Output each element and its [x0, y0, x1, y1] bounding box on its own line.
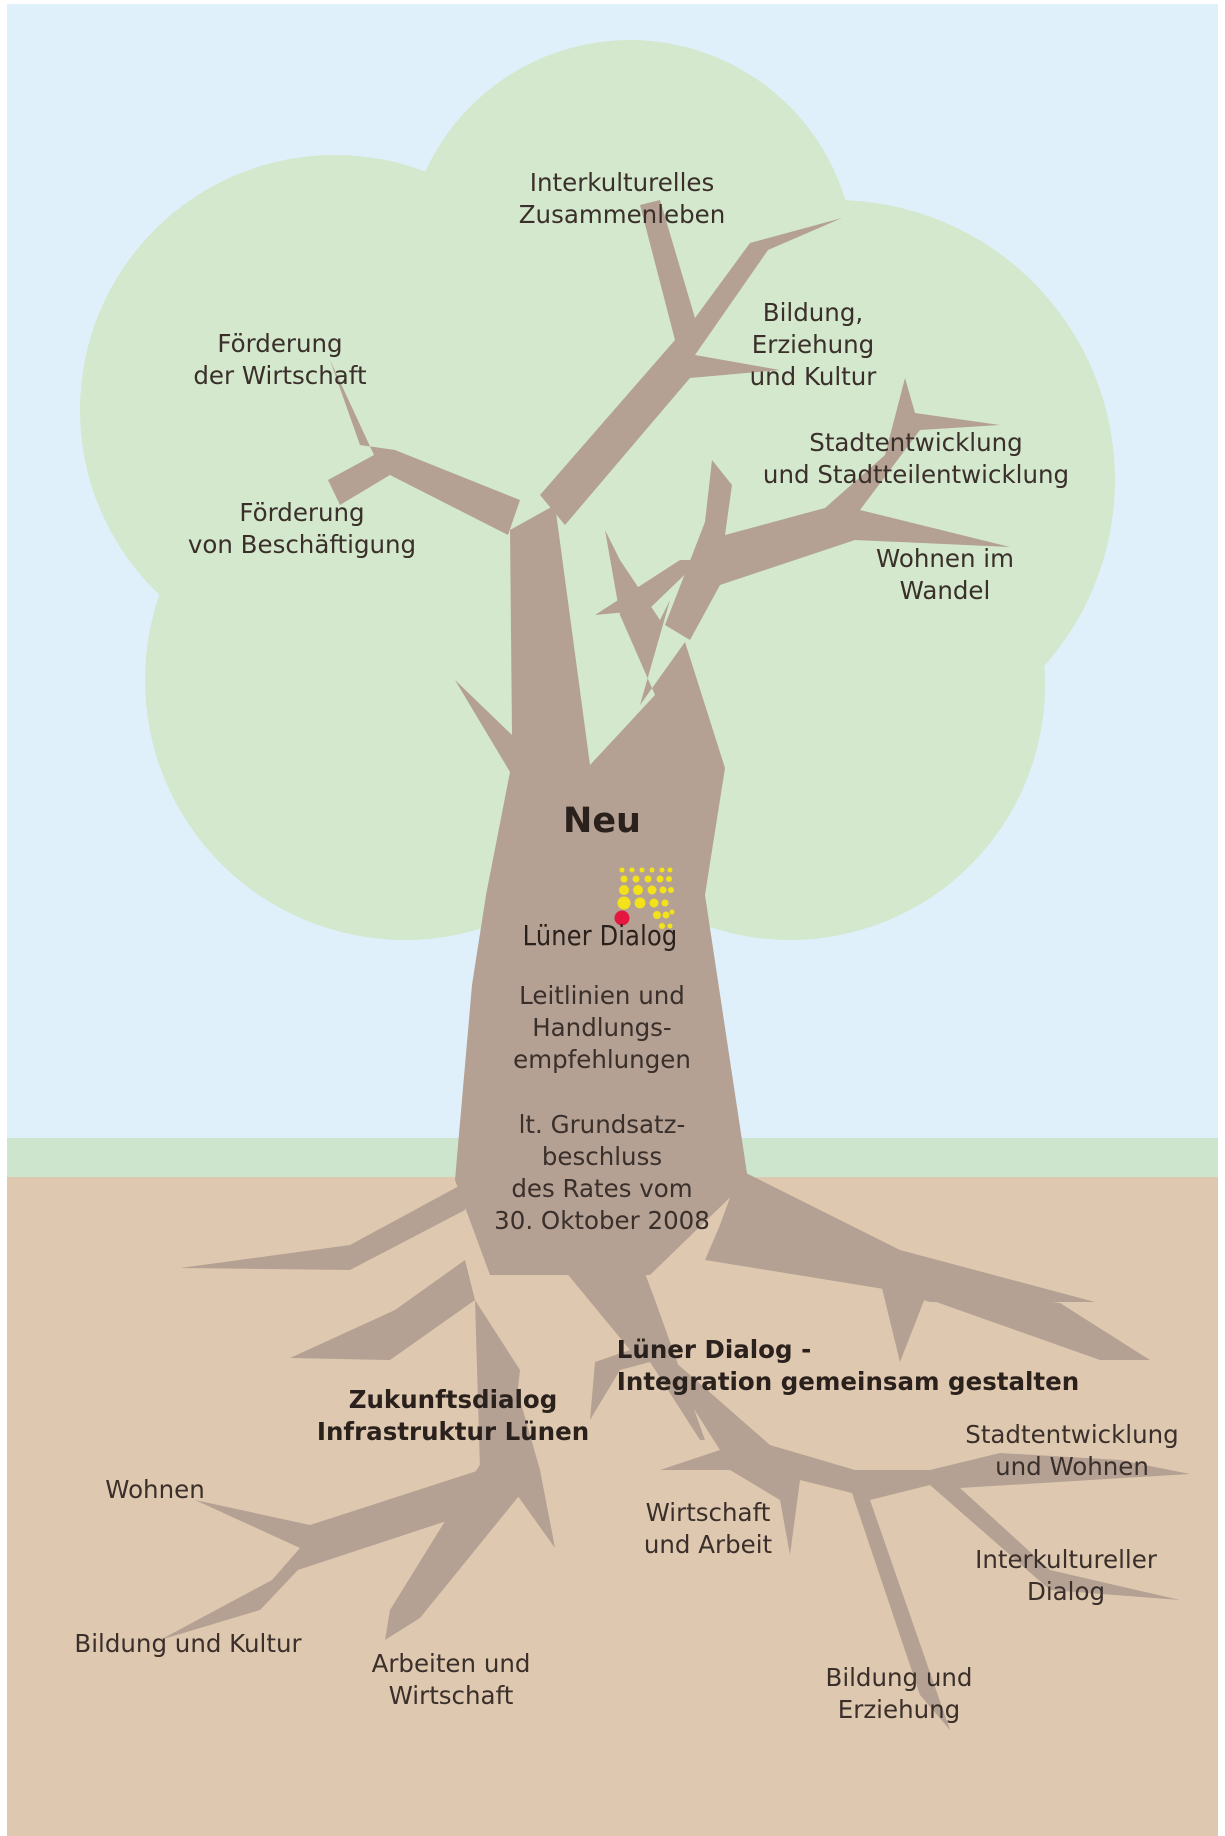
label-line: Wohnen im: [876, 544, 1014, 573]
root-education: Bildung und Erziehung: [826, 1662, 973, 1726]
label-line: Interkultureller: [975, 1545, 1157, 1574]
root-urban-housing: Stadtentwicklung und Wohnen: [965, 1419, 1178, 1483]
label-line: und Stadtteilentwicklung: [762, 460, 1070, 489]
label-line: beschluss: [541, 1142, 663, 1171]
topic-urban-development: Stadtentwicklung und Stadtteilentwicklun…: [763, 427, 1069, 491]
label-line: Erziehung: [751, 330, 875, 359]
label-line: Bildung,: [762, 298, 864, 327]
label-line: Wohnen: [105, 1475, 205, 1504]
label-line: lt. Grundsatz-: [518, 1110, 686, 1139]
label-line: Erziehung: [837, 1695, 961, 1724]
label-line: Arbeiten und: [371, 1649, 531, 1678]
label-line: Infrastruktur Lünen: [316, 1417, 590, 1446]
label-line: Förderung: [239, 498, 365, 527]
label-line: Wandel: [899, 576, 991, 605]
logo-red-dot: [614, 910, 630, 926]
label-line: Stadtentwicklung: [965, 1420, 1179, 1449]
label-line: Zusammenleben: [518, 200, 726, 229]
root-housing: Wohnen: [105, 1474, 204, 1506]
label-line: Wirtschaft: [645, 1498, 771, 1527]
root-education-culture: Bildung und Kultur: [74, 1628, 301, 1660]
topic-employment-promotion: Förderung von Beschäftigung: [188, 497, 416, 561]
topic-economy-promotion: Förderung der Wirtschaft: [193, 328, 366, 392]
topic-education-culture: Bildung, Erziehung und Kultur: [750, 297, 877, 393]
label-line: der Wirtschaft: [193, 361, 367, 390]
label-line: Leitlinien und: [519, 981, 685, 1010]
topic-intercultural-living: Interkulturelles Zusammenleben: [519, 167, 725, 231]
label-line: 30. Oktober 2008: [494, 1206, 710, 1235]
label-line: von Beschäftigung: [187, 530, 417, 559]
tree-trunk: [160, 200, 1190, 1730]
logo-dots: [617, 867, 675, 929]
label-line: Lüner Dialog -: [616, 1335, 812, 1364]
root-work-economy: Arbeiten und Wirtschaft: [372, 1648, 531, 1712]
root-title-integration-dialog: Lüner Dialog - Integration gemeinsam ges…: [617, 1334, 1079, 1398]
label-line: Bildung und Kultur: [74, 1629, 302, 1658]
label-council-resolution: lt. Grundsatz- beschluss des Rates vom 3…: [494, 1109, 710, 1237]
label-line: Förderung: [217, 329, 343, 358]
root-intercultural-dialog: Interkultureller Dialog: [975, 1544, 1157, 1608]
label-line: Zukunftsdialog: [348, 1385, 558, 1414]
label-line: Bildung und: [825, 1663, 973, 1692]
label-line: Wirtschaft: [388, 1681, 514, 1710]
heading-new: Neu: [563, 801, 641, 841]
label-line: Handlungs-: [532, 1013, 672, 1042]
label-line: des Rates vom: [511, 1174, 693, 1203]
label-line: empfehlungen: [513, 1045, 691, 1074]
label-line: und Kultur: [749, 362, 877, 391]
label-line: und Arbeit: [643, 1530, 773, 1559]
root-title-infrastructure-dialog: Zukunftsdialog Infrastruktur Lünen: [317, 1384, 589, 1448]
label-guidelines: Leitlinien und Handlungs- empfehlungen: [513, 980, 691, 1076]
topic-housing-change: Wohnen im Wandel: [876, 543, 1014, 607]
label-line: und Wohnen: [995, 1452, 1149, 1481]
label-line: Integration gemeinsam gestalten: [616, 1367, 1080, 1396]
brand-wordmark: Lüner Dialog: [522, 919, 678, 952]
luener-dialog-logo: [614, 867, 675, 929]
label-line: Stadtentwicklung: [809, 428, 1023, 457]
root-economy-work: Wirtschaft und Arbeit: [644, 1497, 772, 1561]
label-line: Interkulturelles: [529, 168, 715, 197]
label-line: Dialog: [1026, 1577, 1106, 1606]
